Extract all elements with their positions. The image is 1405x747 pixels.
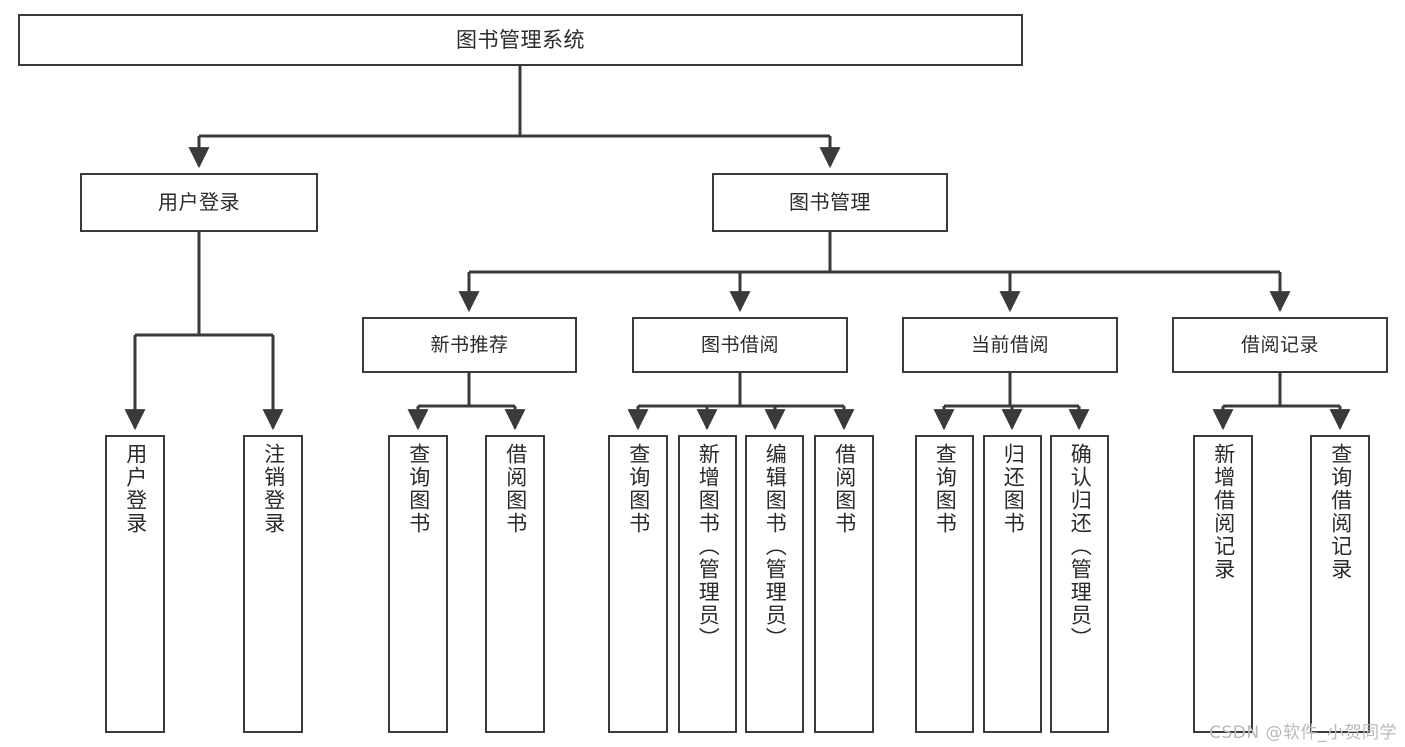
leaf-query-book-current[interactable]: 查询图书 — [915, 435, 974, 733]
leaf-label: 查询图书 — [406, 443, 431, 535]
leaf-user-login[interactable]: 用户登录 — [105, 435, 165, 733]
leaf-borrow-book-newbook[interactable]: 借阅图书 — [485, 435, 545, 733]
node-borrow-record-label: 借阅记录 — [1240, 333, 1319, 356]
node-book-manage-label: 图书管理 — [789, 189, 871, 214]
node-borrow-record[interactable]: 借阅记录 — [1172, 317, 1388, 373]
leaf-add-borrow-record[interactable]: 新增借阅记录 — [1193, 435, 1253, 733]
leaf-label: 确认归还（管理员） — [1068, 443, 1093, 650]
node-new-book-recommend[interactable]: 新书推荐 — [362, 317, 577, 373]
leaf-label: 查询借阅记录 — [1328, 443, 1353, 581]
leaf-label: 查询图书 — [626, 443, 651, 535]
leaf-label: 新增借阅记录 — [1211, 443, 1236, 581]
node-book-manage[interactable]: 图书管理 — [712, 173, 948, 232]
leaf-confirm-return-admin[interactable]: 确认归还（管理员） — [1050, 435, 1109, 733]
node-root-label: 图书管理系统 — [456, 27, 585, 52]
leaf-label: 新增图书（管理员） — [696, 443, 721, 650]
leaf-label: 借阅图书 — [503, 443, 528, 535]
leaf-edit-book-admin[interactable]: 编辑图书（管理员） — [745, 435, 804, 733]
node-current-borrow-label: 当前借阅 — [970, 333, 1049, 356]
leaf-label: 注销登录 — [261, 443, 286, 535]
node-book-borrow-label: 图书借阅 — [700, 333, 779, 356]
node-book-borrow[interactable]: 图书借阅 — [632, 317, 848, 373]
leaf-query-borrow-record[interactable]: 查询借阅记录 — [1310, 435, 1370, 733]
leaf-label: 用户登录 — [123, 443, 148, 535]
node-user-login-label: 用户登录 — [158, 189, 240, 214]
node-new-book-recommend-label: 新书推荐 — [430, 333, 509, 356]
node-current-borrow[interactable]: 当前借阅 — [902, 317, 1118, 373]
leaf-add-book-admin[interactable]: 新增图书（管理员） — [678, 435, 737, 733]
leaf-label: 编辑图书（管理员） — [763, 443, 788, 650]
watermark-text: CSDN @软件_小贺同学 — [1209, 723, 1397, 743]
leaf-query-book-newbook[interactable]: 查询图书 — [388, 435, 448, 733]
node-user-login[interactable]: 用户登录 — [80, 173, 318, 232]
leaf-label: 归还图书 — [1001, 443, 1026, 535]
leaf-label: 借阅图书 — [832, 443, 857, 535]
leaf-borrow-book[interactable]: 借阅图书 — [814, 435, 874, 733]
leaf-label: 查询图书 — [933, 443, 958, 535]
leaf-query-book-borrow[interactable]: 查询图书 — [608, 435, 668, 733]
leaf-logout-login[interactable]: 注销登录 — [243, 435, 303, 733]
node-root[interactable]: 图书管理系统 — [18, 14, 1023, 66]
leaf-return-book[interactable]: 归还图书 — [983, 435, 1042, 733]
